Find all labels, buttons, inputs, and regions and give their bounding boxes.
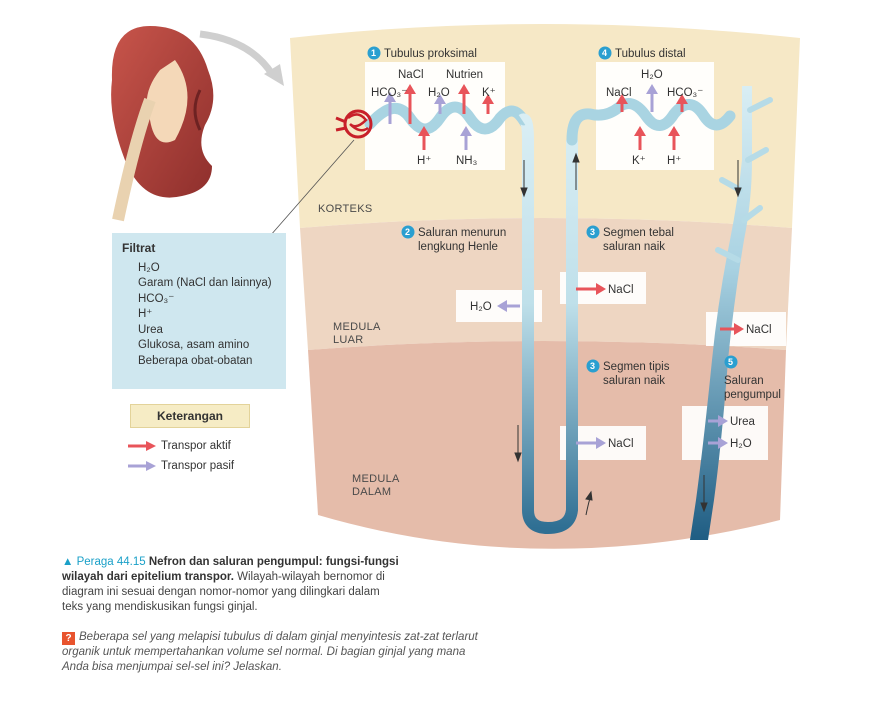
thin-nacl-label: NaCl bbox=[608, 438, 634, 450]
distal-in-k: K⁺ bbox=[632, 155, 646, 167]
svg-text:5: 5 bbox=[728, 357, 733, 367]
filtrat-leader-line bbox=[269, 139, 355, 237]
distal-tubule bbox=[566, 98, 736, 146]
filtrat-item: Urea bbox=[138, 323, 163, 336]
filtrat-title: Filtrat bbox=[122, 241, 156, 255]
section-4: 4 Tubulus distal bbox=[598, 46, 686, 60]
section-2: 2 Saluran menurun lengkung Henle bbox=[401, 225, 506, 253]
zone-label-medula-dalam-2: DALAM bbox=[352, 486, 391, 498]
question-block: ?Beberapa sel yang melapisi tubulus di d… bbox=[62, 630, 482, 675]
descending-h2o-label: H₂O bbox=[470, 301, 492, 313]
collecting-duct bbox=[690, 86, 752, 540]
collecting-urea-box bbox=[682, 406, 768, 460]
caption-body: Wilayah-wilayah bernomor di diagram ini … bbox=[62, 571, 385, 613]
proximal-out-hco3: HCO₃⁻ bbox=[371, 87, 407, 99]
legend-passive: Transpor pasif bbox=[128, 460, 234, 472]
filtrat-item: Glukosa, asam amino bbox=[138, 339, 250, 351]
proximal-out-k: K⁺ bbox=[482, 87, 496, 99]
zone-label-medula-luar-1: MEDULA bbox=[333, 321, 381, 333]
filtrat-item: Beberapa obat-obatan bbox=[138, 354, 253, 367]
nephron-tubules bbox=[335, 86, 773, 540]
svg-text:4: 4 bbox=[602, 48, 607, 58]
proximal-out-nutrien: Nutrien bbox=[446, 69, 483, 81]
flow-arrows bbox=[514, 152, 742, 516]
distal-in-h: H⁺ bbox=[667, 155, 681, 167]
svg-text:saluran naik: saluran naik bbox=[603, 241, 665, 253]
filtrat-item: H₂O bbox=[138, 261, 160, 274]
thick-nacl-label: NaCl bbox=[608, 284, 634, 296]
filtrat-box: Filtrat H₂O Garam (NaCl dan lainnya) HCO… bbox=[112, 233, 286, 389]
distal-out-hco3: HCO₃⁻ bbox=[667, 87, 703, 99]
svg-text:lengkung Henle: lengkung Henle bbox=[418, 241, 498, 253]
collecting-h2o-label: H₂O bbox=[730, 438, 752, 450]
zone-label-korteks: KORTEKS bbox=[318, 203, 372, 215]
collecting-urea-label: Urea bbox=[730, 416, 756, 428]
proximal-tubule bbox=[364, 101, 532, 135]
legend-active-label: Transpor aktif bbox=[161, 440, 231, 452]
caption-title: Nefron dan saluran pengumpul: fungsi-fun… bbox=[62, 556, 399, 583]
section-1: 1 Tubulus proksimal bbox=[367, 46, 477, 60]
caption-figure-number: ▲ Peraga 44.15 bbox=[62, 556, 146, 568]
figure-caption: ▲ Peraga 44.15 Nefron dan saluran pengum… bbox=[62, 555, 402, 615]
legend-active: Transpor aktif bbox=[128, 440, 231, 452]
svg-text:pengumpul: pengumpul bbox=[724, 389, 781, 401]
zone-label-medula-dalam-1: MEDULA bbox=[352, 473, 400, 485]
filtrat-item: Garam (NaCl dan lainnya) bbox=[138, 277, 272, 289]
loop-transport-arrows bbox=[497, 283, 744, 449]
legend-passive-label: Transpor pasif bbox=[161, 460, 235, 472]
svg-text:Segmen tebal: Segmen tebal bbox=[603, 227, 674, 239]
proximal-out-nacl: NaCl bbox=[398, 69, 424, 81]
proximal-in-h: H⁺ bbox=[417, 155, 431, 167]
outer-medulla-zone bbox=[300, 218, 792, 350]
svg-text:Segmen tipis: Segmen tipis bbox=[603, 361, 670, 373]
svg-text:3: 3 bbox=[590, 361, 595, 371]
zoom-arrow-icon bbox=[199, 30, 275, 76]
question-icon: ? bbox=[62, 632, 75, 645]
distal-out-nacl: NaCl bbox=[606, 87, 632, 99]
active-transport-arrow-icon bbox=[128, 441, 156, 451]
section-3a: 3 Segmen tebal saluran naik bbox=[586, 225, 674, 253]
inner-medulla-zone bbox=[308, 341, 786, 549]
proximal-out-h2o: H₂O bbox=[428, 87, 450, 99]
glomerulus-icon bbox=[335, 109, 373, 139]
legend-title: Keterangan bbox=[130, 404, 250, 428]
svg-text:2: 2 bbox=[405, 227, 410, 237]
section-5: 5 Saluran pengumpul bbox=[724, 355, 781, 401]
filtrat-item: HCO₃⁻ bbox=[138, 292, 175, 305]
svg-text:1: 1 bbox=[371, 48, 376, 58]
descending-limb bbox=[518, 113, 578, 535]
svg-text:Saluran menurun: Saluran menurun bbox=[418, 227, 506, 239]
svg-text:Tubulus distal: Tubulus distal bbox=[615, 48, 686, 60]
kidney-illustration bbox=[111, 26, 214, 222]
distal-transport-arrows bbox=[616, 84, 688, 150]
filtrat-list: H₂O Garam (NaCl dan lainnya) HCO₃⁻ H⁺ Ur… bbox=[122, 261, 276, 370]
distal-out-h2o: H₂O bbox=[641, 69, 663, 81]
zone-label-medula-luar-2: LUAR bbox=[333, 334, 364, 346]
collecting-nacl-label: NaCl bbox=[746, 324, 772, 336]
passive-transport-arrow-icon bbox=[128, 461, 156, 471]
proximal-in-nh3: NH₃ bbox=[456, 155, 478, 167]
svg-text:Saluran: Saluran bbox=[724, 375, 764, 387]
svg-text:saluran naik: saluran naik bbox=[603, 375, 665, 387]
question-text: Beberapa sel yang melapisi tubulus di da… bbox=[62, 631, 478, 673]
svg-text:Tubulus proksimal: Tubulus proksimal bbox=[384, 48, 477, 60]
zoom-arrow-head-icon bbox=[264, 64, 284, 86]
filtrat-item: H⁺ bbox=[138, 308, 153, 320]
svg-text:3: 3 bbox=[590, 227, 595, 237]
proximal-transport-arrows bbox=[384, 84, 494, 150]
section-3b: 3 Segmen tipis saluran naik bbox=[586, 359, 670, 387]
